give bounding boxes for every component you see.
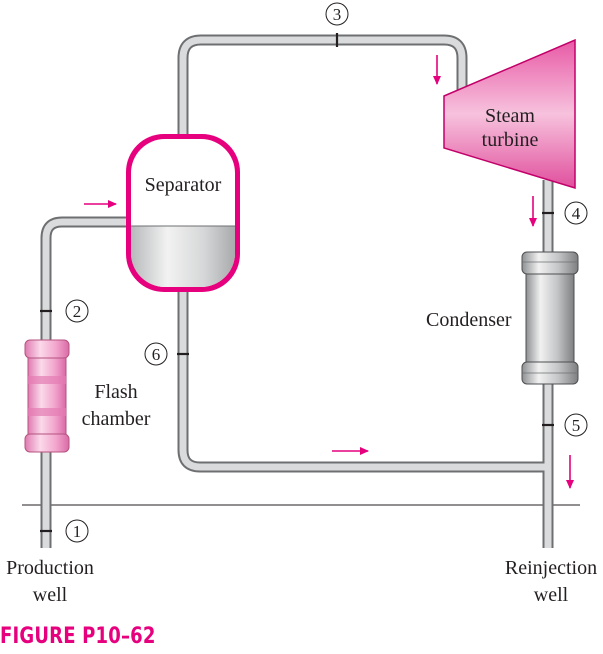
state-3-marker: 3: [325, 2, 349, 26]
production-well-label-line2: well: [33, 584, 68, 606]
reinjection-well-label-line2: well: [534, 584, 569, 606]
steam-turbine-label-line1: Steam: [485, 105, 535, 127]
svg-text:5: 5: [572, 416, 581, 435]
flash-chamber-label-line1: Flash: [94, 381, 137, 403]
svg-text:1: 1: [73, 522, 82, 541]
state-2-marker: 2: [65, 299, 89, 323]
svg-text:3: 3: [333, 5, 342, 24]
state-5-marker: 5: [564, 413, 588, 437]
state-ticks: [40, 33, 554, 533]
figure-caption: FIGURE P10–62: [0, 624, 156, 649]
state-markers: 1 2 3 4 5 6: [65, 2, 588, 543]
state-1-marker: 1: [65, 519, 89, 543]
state-4-marker: 4: [564, 201, 588, 225]
flash-chamber-label-line2: chamber: [82, 408, 151, 430]
production-well-label-line1: Production: [6, 557, 94, 579]
svg-text:2: 2: [73, 302, 82, 321]
condenser: [521, 251, 579, 385]
svg-text:6: 6: [152, 345, 161, 364]
flow-arrows: [84, 55, 574, 489]
separator-label: Separator: [145, 174, 222, 196]
svg-text:4: 4: [572, 204, 581, 223]
pipes: [40, 34, 554, 548]
flash-chamber: [24, 339, 70, 453]
condenser-label: Condenser: [426, 309, 512, 331]
steam-turbine-label-line2: turbine: [482, 129, 539, 151]
steam-turbine: [443, 38, 576, 190]
separator-vessel: [126, 134, 240, 292]
reinjection-well-label-line1: Reinjection: [505, 557, 597, 579]
state-6-marker: 6: [144, 342, 168, 366]
